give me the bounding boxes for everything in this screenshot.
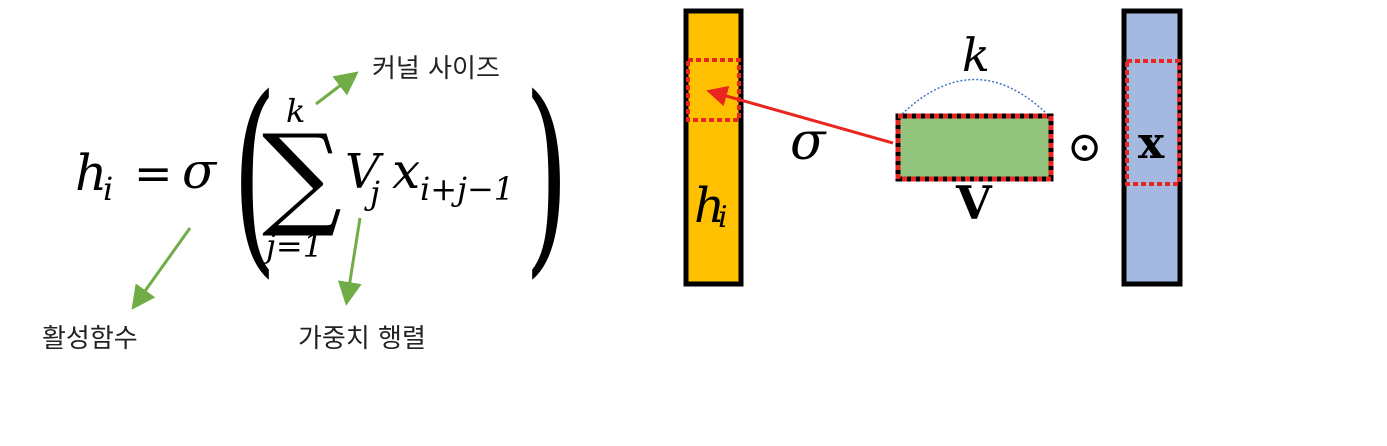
label-weight-matrix: 가중치 행렬 [298,324,426,354]
diagram-k: k [962,28,990,82]
activation-arrow [131,227,192,310]
formula-h-subscript: i [103,170,114,208]
formula-right-paren: ) [524,52,570,297]
formula-sum-lower: j=1 [266,227,324,265]
odot-symbol: ⊙ [1067,122,1103,171]
diagram-h-subscript: i [718,200,728,235]
formula-x-subscript: i+j−1 [420,170,515,208]
formula-left-paren: ( [232,52,278,297]
formula-V: V [345,144,380,200]
h-column [683,8,744,287]
formula-x: x [392,142,421,200]
formula-sigma: σ [182,142,217,200]
label-activation: 활성함수 [42,324,138,354]
v-block-dashed-border [895,113,1054,182]
red-arrow [706,85,894,145]
h-selected-cell [686,58,741,122]
x-window [1125,59,1181,186]
formula-summation: ∑ [262,111,342,241]
diagram-x: x [1138,118,1165,169]
formula-V-subscript: j [370,174,380,212]
kernel-size-arrow [315,71,359,106]
formula-equals: = [134,146,173,200]
label-kernel-size: 커널 사이즈 [372,54,500,84]
formula-h: h [75,144,108,202]
diagram-sigma: σ [790,112,826,172]
diagram-V: V [956,176,992,230]
k-bracket [901,78,1048,115]
weight-matrix-arrow [337,217,362,306]
diagram-h: h [694,178,725,234]
v-block [895,113,1054,182]
formula-sum-upper: k [286,92,306,130]
